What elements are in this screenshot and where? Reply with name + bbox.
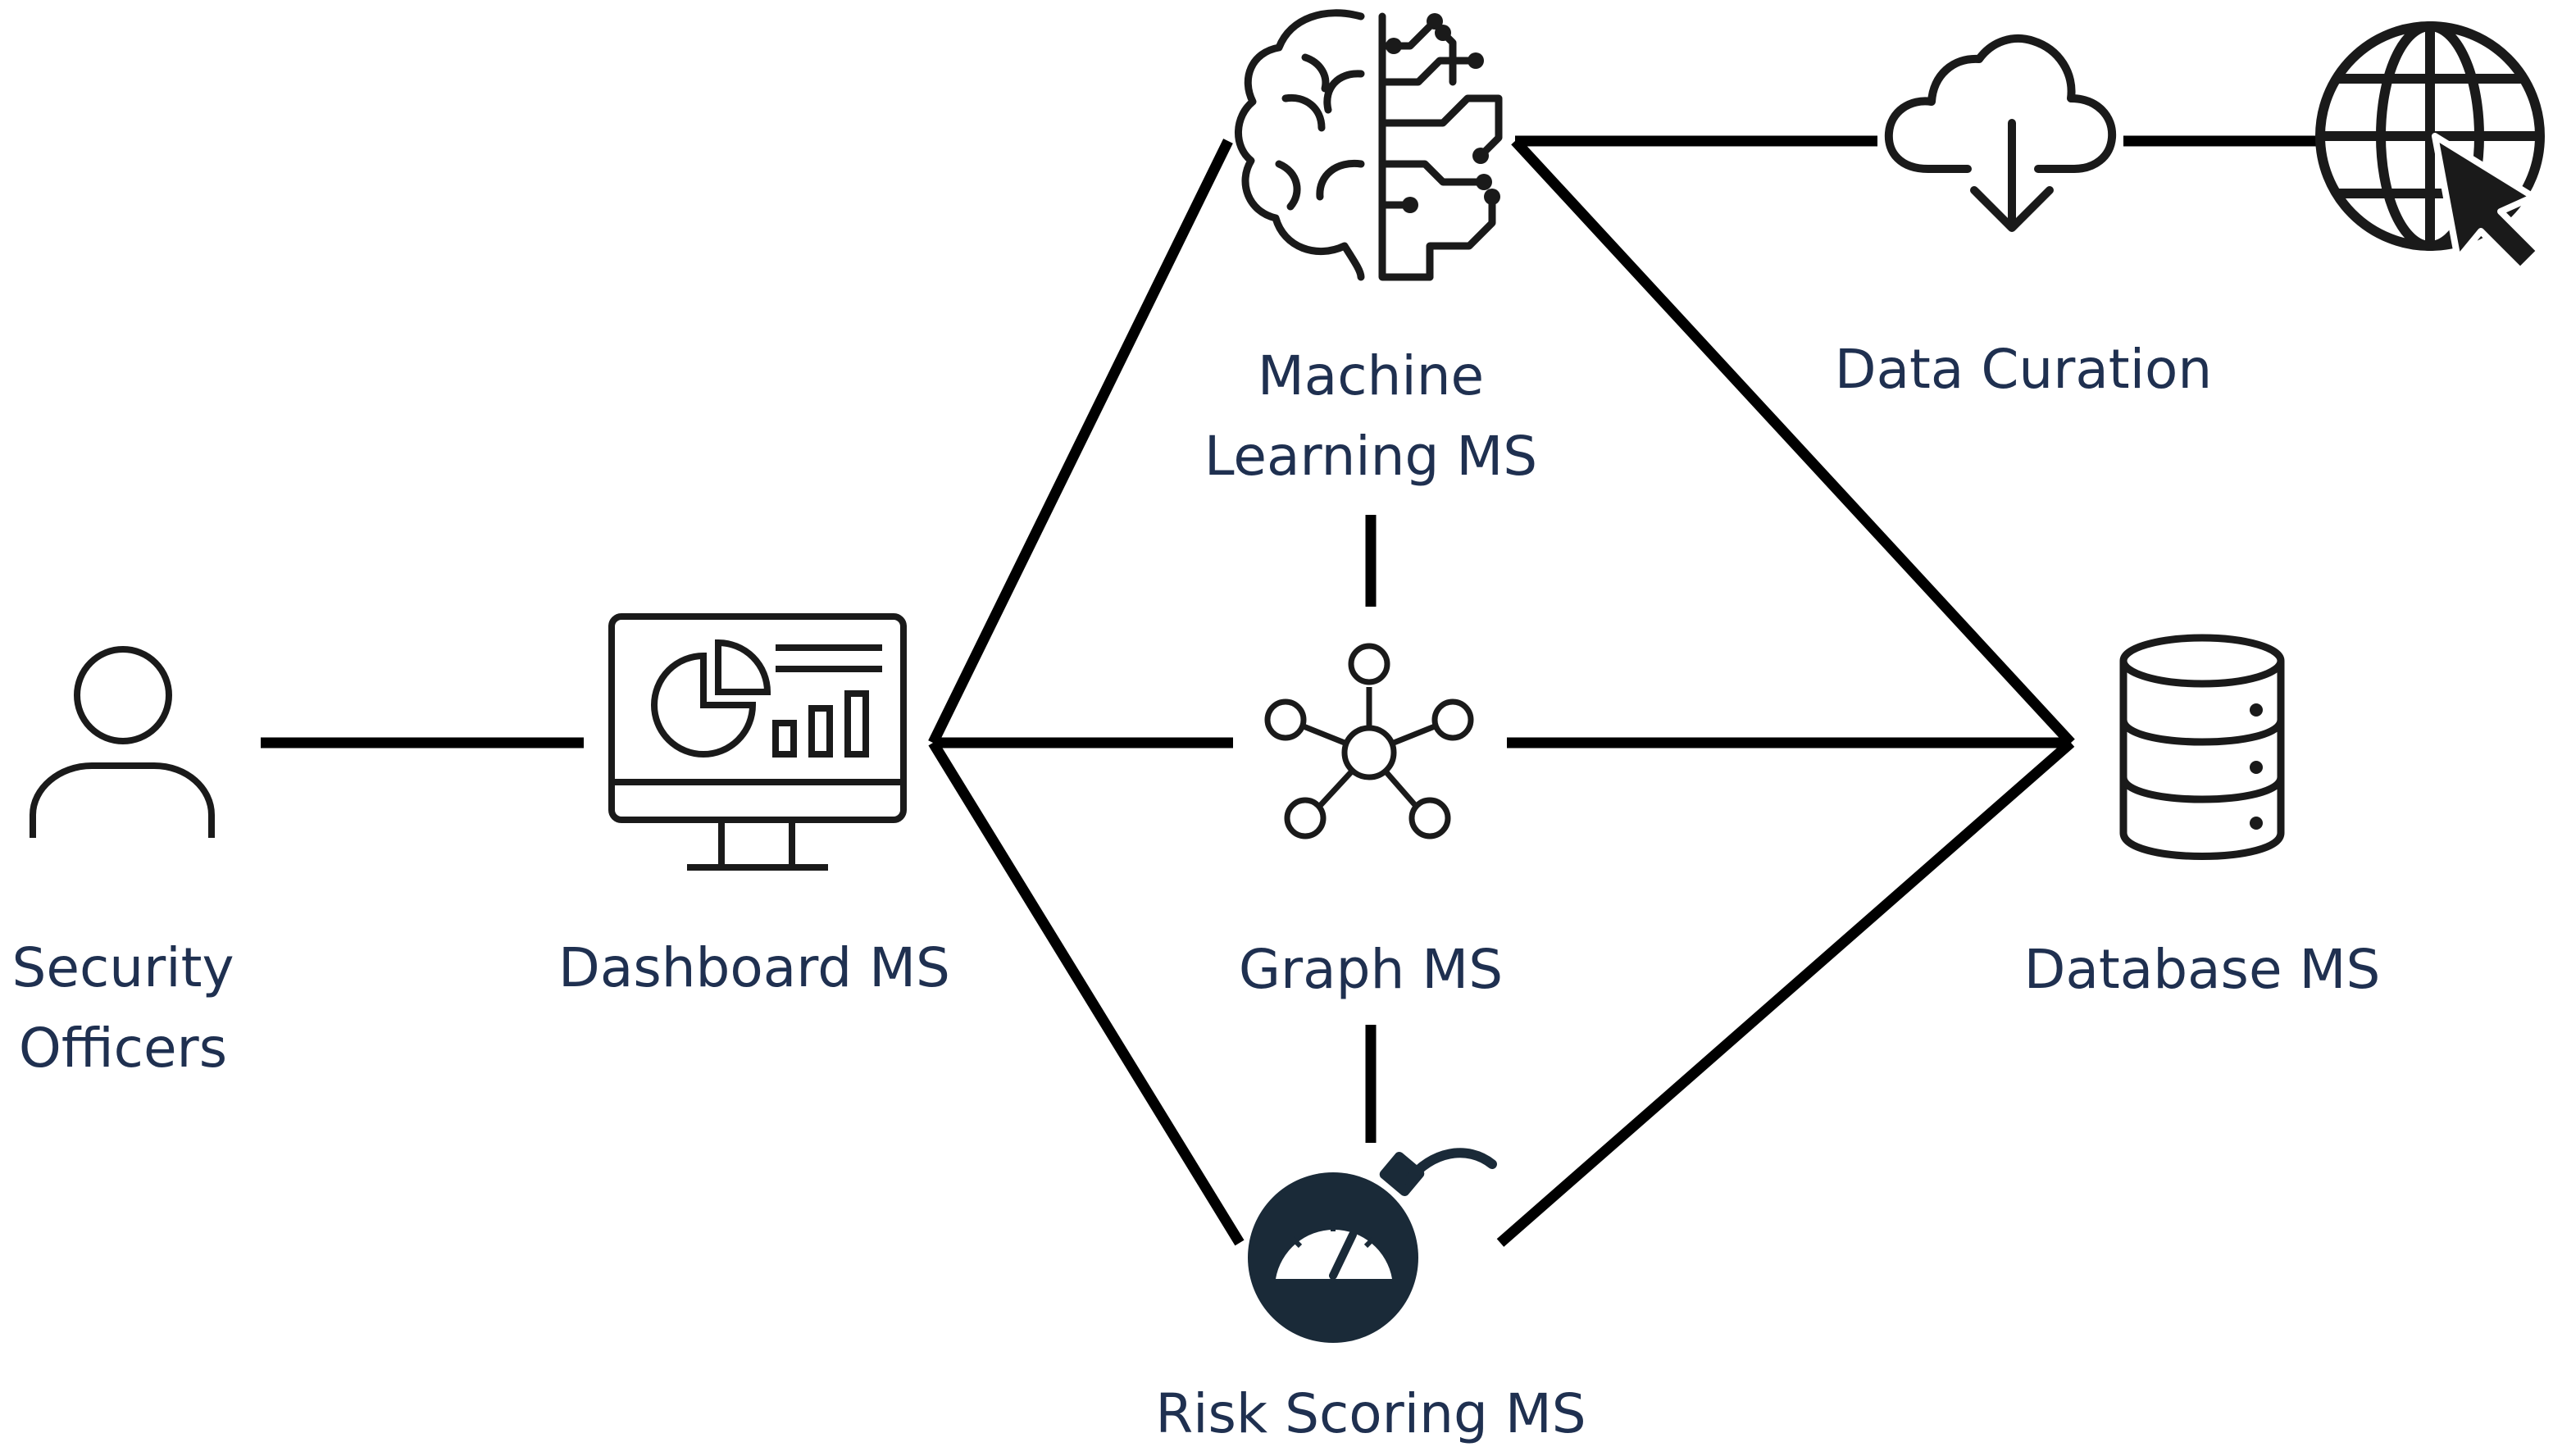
label-line: Data Curation <box>1834 338 2213 401</box>
label-security-officers: Security Officers <box>0 928 246 1089</box>
brain-circuit-icon <box>1235 9 1503 281</box>
label-risk-scoring-ms: Risk Scoring MS <box>1125 1374 1617 1454</box>
connector-ml-database <box>1511 137 2075 747</box>
user-icon <box>30 646 215 838</box>
connector-dashboard-ml <box>928 139 1233 745</box>
database-icon <box>2119 634 2285 860</box>
database-indicator-dots <box>2250 703 2263 830</box>
cloud-download-icon <box>1884 34 2117 232</box>
network-graph-icon <box>1264 643 1474 839</box>
label-database-ms: Database MS <box>1956 930 2448 1010</box>
label-machine-learning-ms: Machine Learning MS <box>1125 336 1617 497</box>
gauge-bomb-icon <box>1248 1148 1497 1343</box>
connectors <box>261 135 2322 1247</box>
label-line: Risk Scoring MS <box>1155 1382 1586 1445</box>
connector-risk-database <box>1496 739 2075 1247</box>
globe-cursor-icon <box>2315 21 2545 274</box>
dashboard-monitor-icon <box>608 613 907 871</box>
label-line: Dashboard MS <box>558 936 950 999</box>
label-dashboard-ms: Dashboard MS <box>508 928 1000 1008</box>
label-graph-ms: Graph MS <box>1125 930 1617 1010</box>
label-line: Graph MS <box>1238 938 1504 1001</box>
label-line: Machine <box>1257 344 1485 407</box>
label-line: Database MS <box>2023 938 2381 1001</box>
label-line: Learning MS <box>1204 425 1538 488</box>
label-line: Security <box>11 936 234 999</box>
label-data-curation: Data Curation <box>1777 330 2269 410</box>
connector-dashboard-risk <box>928 739 1245 1246</box>
label-line: Officers <box>18 1017 228 1080</box>
brain-circuit-nodes <box>1386 13 1500 213</box>
